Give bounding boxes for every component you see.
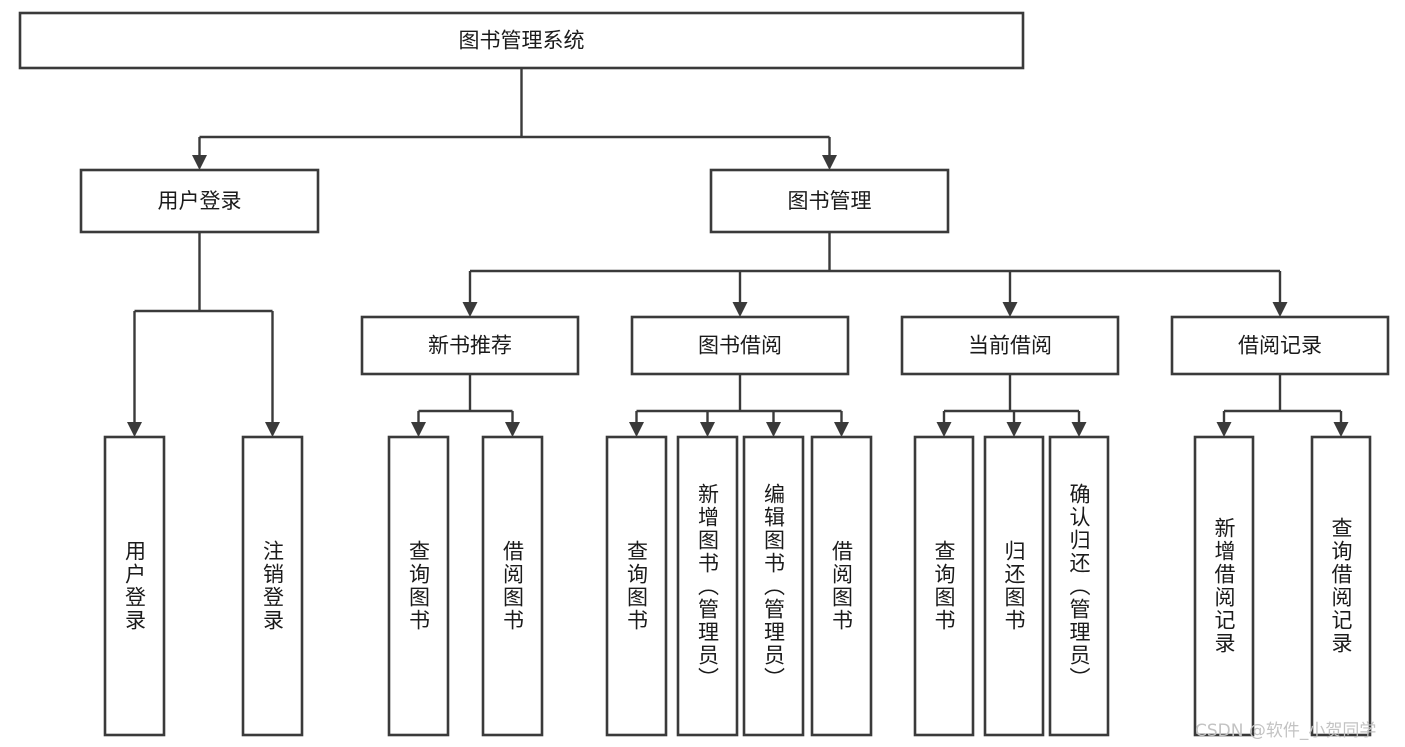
node-box-leaf-query-borrow-record[interactable] — [1310, 435, 1372, 737]
node-box-leaf-user-login[interactable] — [103, 435, 166, 737]
node-box-current-borrow[interactable] — [900, 315, 1120, 376]
level3-borrow-record-to-leaves-arrow-1 — [1333, 422, 1349, 437]
node-box-user-login[interactable] — [79, 168, 320, 234]
root-to-level2-arrow-1 — [822, 155, 837, 170]
node-box-leaf-add-borrow-record[interactable] — [1193, 435, 1255, 737]
level3-book-borrow-to-leaves-arrow-0 — [629, 422, 644, 437]
node-box-book-mgmt[interactable] — [709, 168, 950, 234]
node-box-leaf-confirm-return-admin[interactable] — [1048, 435, 1110, 737]
user-login-to-leaves-arrow-0 — [127, 422, 142, 437]
node-label-book-borrow: 图书借阅 — [698, 334, 782, 358]
level3-current-borrow-to-leaves-arrow-1 — [1006, 422, 1022, 437]
node-label-borrow-record: 借阅记录 — [1238, 334, 1322, 358]
node-label-new-book-rec: 新书推荐 — [428, 334, 512, 358]
node-box-new-book-rec[interactable] — [360, 315, 580, 376]
level3-current-borrow-to-leaves-arrow-2 — [1071, 422, 1087, 437]
book-mgmt-to-level3-arrow-3 — [1272, 302, 1288, 317]
level3-new-book-rec-to-leaves-arrow-1 — [505, 422, 520, 437]
level3-current-borrow-to-leaves-arrow-0 — [936, 422, 952, 437]
csdn-watermark: CSDN @软件_小贺同学 — [1195, 721, 1377, 741]
node-box-leaf-return-book[interactable] — [983, 435, 1045, 737]
level3-book-borrow-to-leaves-arrow-1 — [700, 422, 715, 437]
level3-new-book-rec-to-leaves-arrow-0 — [411, 422, 426, 437]
node-box-leaf-query-book-current[interactable] — [913, 435, 975, 737]
node-box-borrow-record[interactable] — [1170, 315, 1390, 376]
level3-borrow-record-to-leaves-arrow-0 — [1216, 422, 1232, 437]
user-login-to-leaves-arrow-1 — [265, 422, 280, 437]
node-box-root[interactable] — [18, 11, 1025, 70]
level3-book-borrow-to-leaves-arrow-2 — [766, 422, 781, 437]
root-to-level2-arrow-0 — [192, 155, 207, 170]
book-mgmt-to-level3-arrow-2 — [1002, 302, 1018, 317]
node-box-book-borrow[interactable] — [630, 315, 850, 376]
book-mgmt-to-level3-arrow-0 — [462, 302, 478, 317]
node-box-leaf-borrow-book-rec[interactable] — [481, 435, 544, 737]
node-box-leaf-logout[interactable] — [241, 435, 304, 737]
level3-book-borrow-to-leaves-arrow-3 — [834, 422, 849, 437]
node-label-user-login: 用户登录 — [158, 189, 242, 213]
connector-layer — [127, 68, 1349, 437]
node-label-book-mgmt: 图书管理 — [788, 189, 872, 213]
node-box-leaf-borrow-book[interactable] — [810, 435, 873, 737]
node-box-leaf-edit-book-admin[interactable] — [742, 435, 805, 737]
node-box-leaf-query-book-borrow[interactable] — [605, 435, 668, 737]
book-mgmt-to-level3-arrow-1 — [732, 302, 748, 317]
node-box-leaf-query-book-rec[interactable] — [387, 435, 450, 737]
node-label-root: 图书管理系统 — [459, 29, 585, 53]
node-label-current-borrow: 当前借阅 — [968, 334, 1052, 358]
node-box-leaf-add-book-admin[interactable] — [676, 435, 739, 737]
